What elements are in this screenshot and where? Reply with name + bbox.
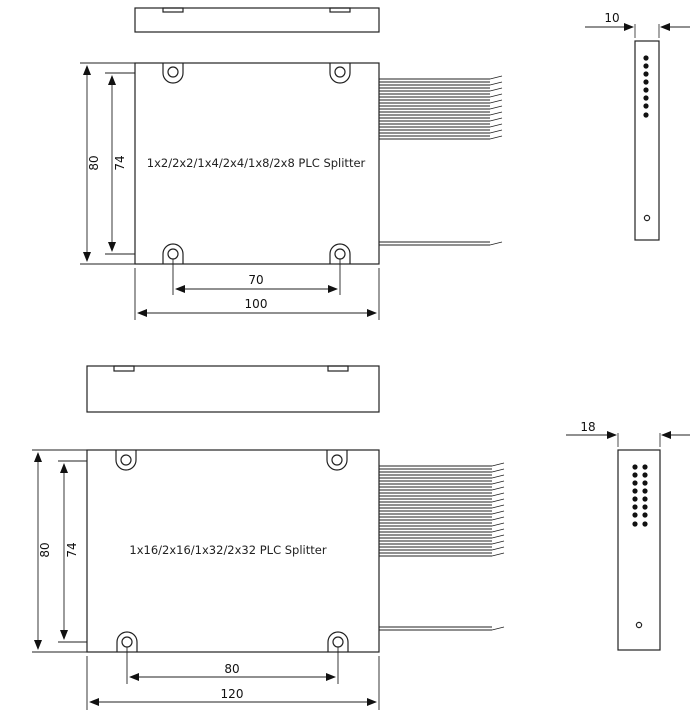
small-outer-height-value: 80	[87, 155, 101, 170]
small-output-fibers	[379, 75, 503, 140]
large-module-label: 1x16/2x16/1x32/2x32 PLC Splitter	[129, 543, 326, 557]
large-dimensions	[32, 449, 380, 710]
large-body	[86, 449, 380, 653]
small-dimensions	[80, 62, 380, 320]
small-module-drawing	[80, 7, 690, 320]
large-module-drawing	[32, 365, 690, 710]
small-hole-spacing-value: 70	[248, 273, 263, 287]
large-width-value: 120	[221, 687, 244, 701]
large-side-view	[86, 365, 380, 413]
large-output-fibers	[379, 462, 505, 557]
large-inner-height-value: 74	[65, 542, 79, 557]
small-mount-holes	[162, 63, 351, 264]
small-text: 1x2/2x2/1x4/2x4/1x8/2x8 PLC Splitter 80 …	[87, 11, 620, 311]
large-text: 1x16/2x16/1x32/2x32 PLC Splitter 80 74 8…	[38, 420, 596, 701]
small-body	[134, 62, 380, 265]
large-input-fiber	[379, 626, 505, 631]
large-end-view	[566, 431, 690, 651]
small-side-view	[134, 7, 380, 33]
small-end-view	[585, 23, 690, 241]
large-hole-spacing-value: 80	[224, 662, 239, 676]
large-thickness-value: 18	[580, 420, 595, 434]
small-width-value: 100	[245, 297, 268, 311]
large-outer-height-value: 80	[38, 542, 52, 557]
small-inner-height-value: 74	[113, 155, 127, 170]
small-thickness-value: 10	[604, 11, 619, 25]
small-input-fiber	[379, 241, 503, 246]
small-module-label: 1x2/2x2/1x4/2x4/1x8/2x8 PLC Splitter	[147, 156, 366, 170]
